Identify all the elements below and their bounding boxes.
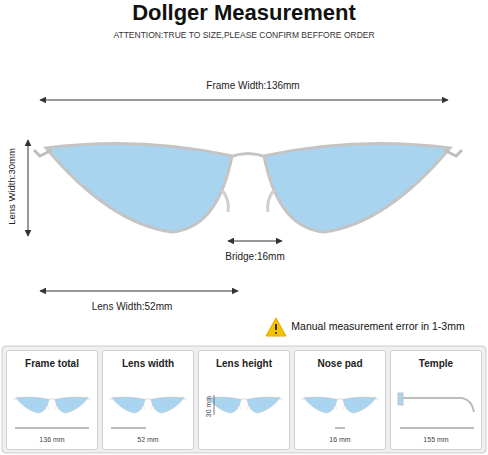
mini-illustration xyxy=(13,397,90,428)
card-value: 16 mm xyxy=(295,436,385,443)
dimension-arrow xyxy=(28,140,29,236)
card-heading: Nose pad xyxy=(295,358,385,369)
page-title: Dollger Measurement xyxy=(0,0,488,25)
panel-ground xyxy=(2,346,486,453)
card-heading: Frame total xyxy=(7,358,97,369)
card-heading: Lens width xyxy=(103,358,193,369)
dimension-arrow xyxy=(40,100,448,101)
mini-illustration xyxy=(109,397,186,428)
dimension-arrow xyxy=(228,241,282,242)
card-ground xyxy=(294,350,386,450)
sunglasses xyxy=(34,144,462,233)
mini-illustration xyxy=(301,397,378,428)
dimension-arrow xyxy=(40,291,238,292)
card-value: 52 mm xyxy=(103,436,193,443)
mini-illustration xyxy=(398,393,474,428)
measurement-card: Frame total 136 mm xyxy=(6,350,98,450)
card-ground xyxy=(390,350,482,450)
card-heading: Temple xyxy=(391,358,481,369)
dimension-label: Lens Width:30mm xyxy=(7,126,18,246)
measurement-card: Lens height 30 mm xyxy=(198,350,290,450)
dimension-label: Lens Width:52mm xyxy=(52,301,212,313)
measurement-card: Nose pad 16 mm xyxy=(294,350,386,450)
card-ground xyxy=(198,350,290,450)
card-ground xyxy=(102,350,194,450)
measurement-card: Lens width 52 mm xyxy=(102,350,194,450)
attention-note: ATTENTION:TRUE TO SIZE,PLEASE CONFIRM BE… xyxy=(4,31,484,41)
warning-note: Manual measurement error in 1-3mm xyxy=(278,320,478,332)
card-value: 136 mm xyxy=(7,436,97,443)
dimension-label: Bridge:16mm xyxy=(195,251,315,263)
measurement-card: Temple 155 mm xyxy=(390,350,482,450)
warning-icon xyxy=(266,318,286,336)
dimension-label: Frame Width:136mm xyxy=(163,80,343,92)
card-value: 155 mm xyxy=(391,436,481,443)
card-value: 30 mm xyxy=(205,392,212,422)
mini-illustration xyxy=(205,395,282,415)
card-heading: Lens height xyxy=(199,358,289,369)
card-ground xyxy=(6,350,98,450)
